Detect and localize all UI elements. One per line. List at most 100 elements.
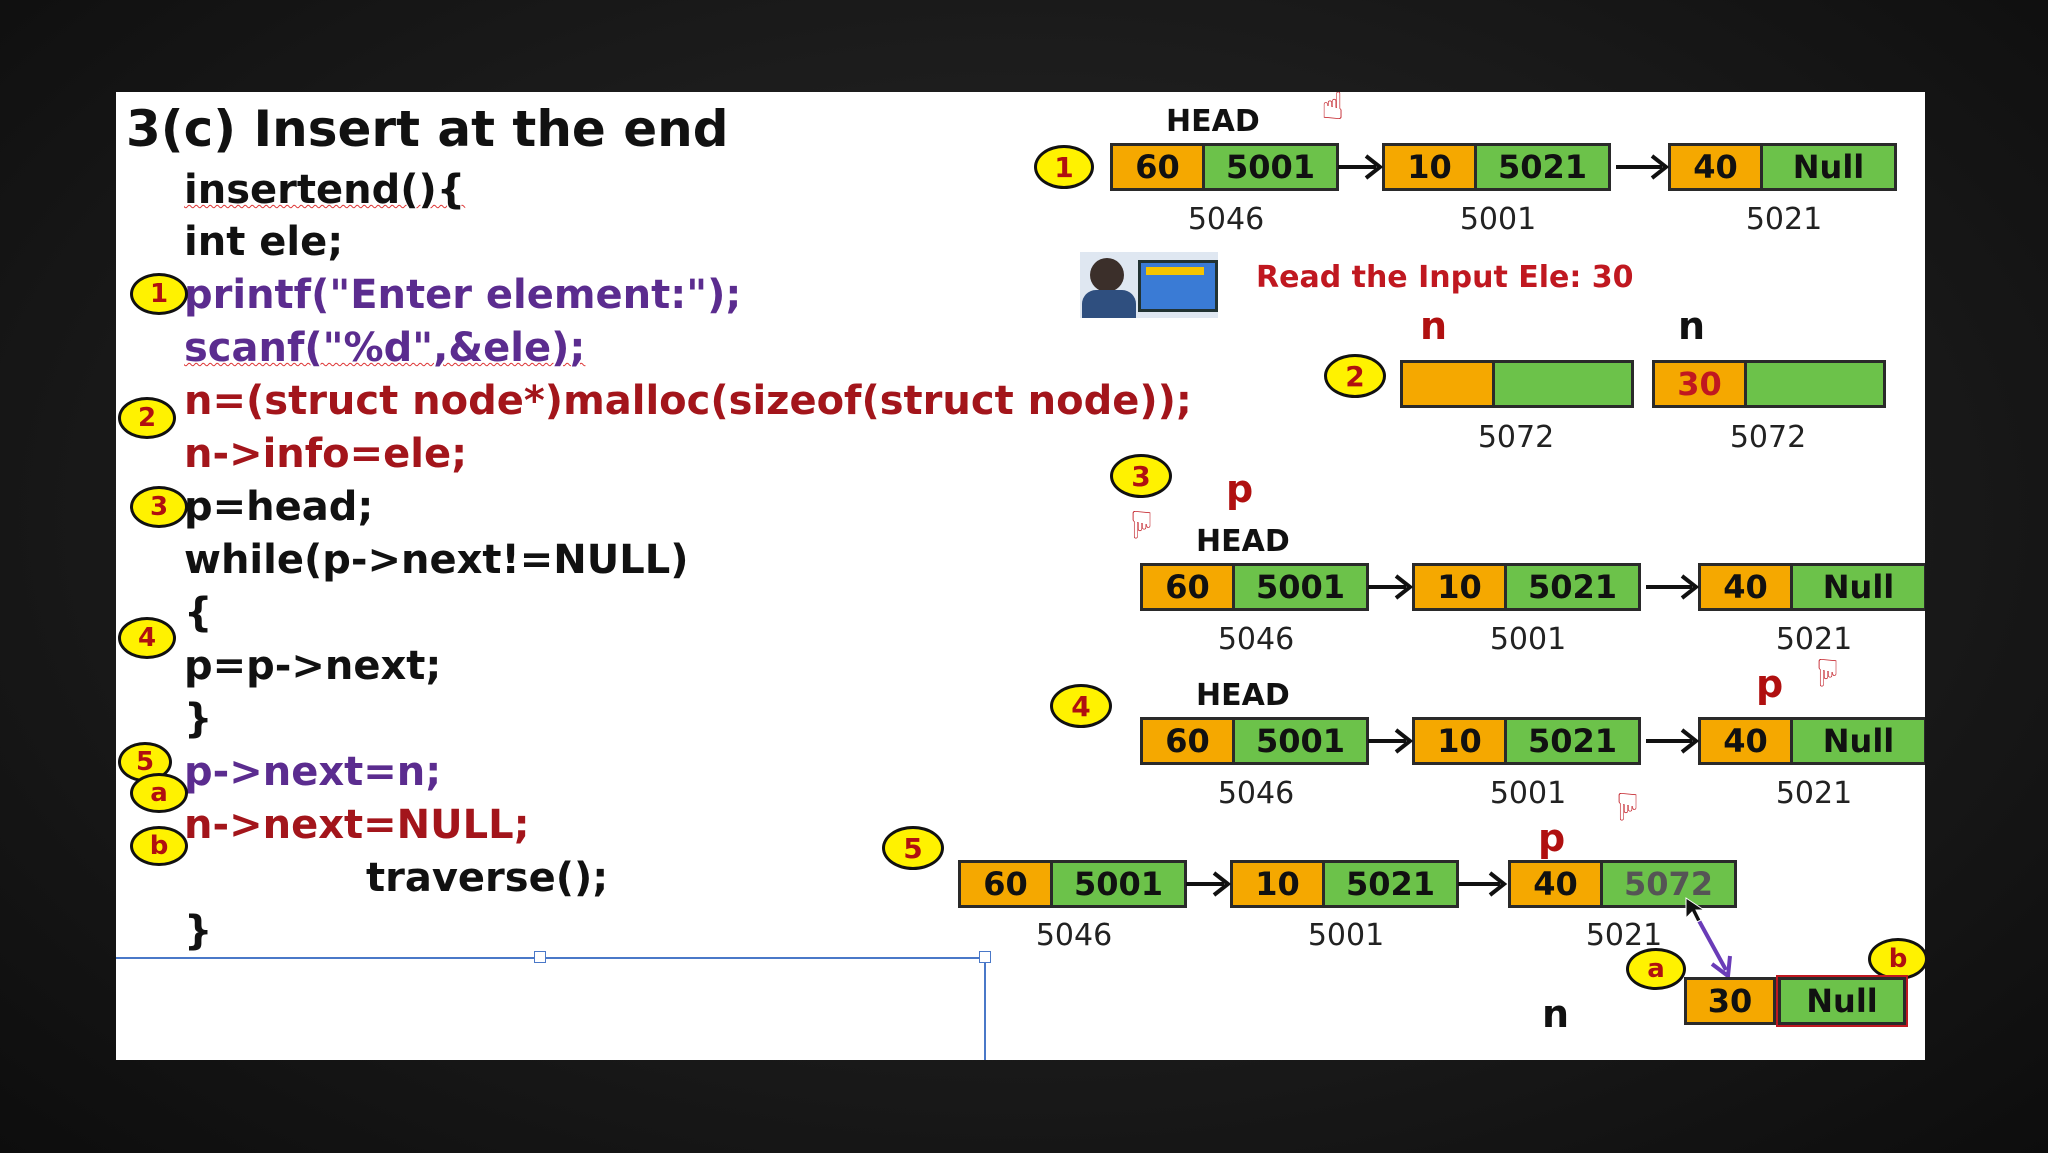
- pointing-hand-icon: ☝: [1616, 784, 1640, 828]
- slide-title: 3(c) Insert at the end: [126, 100, 729, 158]
- head-label: HEAD: [1166, 104, 1260, 139]
- code-line-2: int ele;: [184, 219, 344, 265]
- input-text: Read the Input Ele: 30: [1256, 260, 1634, 295]
- node-next: Null: [1790, 717, 1925, 765]
- linked-list-node: 10 5021: [1412, 563, 1641, 611]
- pointing-hand-icon: ☝: [1816, 650, 1840, 694]
- node-address: 5046: [1217, 622, 1295, 657]
- node-address: 5046: [1187, 202, 1265, 237]
- diagram-2-badge: 2: [1324, 354, 1386, 398]
- code-step-1-badge: 1: [130, 273, 188, 315]
- diagram-4-badge: 4: [1050, 684, 1112, 728]
- diagram-1-badge: 1: [1034, 145, 1094, 189]
- node-address: 5021: [1775, 622, 1853, 657]
- code-line-7: p=head;: [184, 484, 374, 530]
- node-next: 5021: [1322, 860, 1459, 908]
- linked-list-node: 40 Null: [1668, 143, 1897, 191]
- node-next: [1744, 360, 1886, 408]
- node-next: Null: [1776, 975, 1908, 1027]
- code-line-4: scanf("%d",&ele);: [184, 325, 586, 371]
- code-step-b-badge: b: [130, 826, 188, 866]
- linked-list-node: 10 5021: [1382, 143, 1611, 191]
- linked-list-node: 60 5001: [1140, 717, 1369, 765]
- node-info: 60: [958, 860, 1053, 908]
- node-next: 5072: [1600, 860, 1737, 908]
- code-line-6: n->info=ele;: [184, 431, 468, 477]
- code-step-3-badge: 3: [130, 486, 188, 528]
- code-line-8: while(p->next!=NULL): [184, 537, 689, 583]
- code-line-5: n=(struct node*)malloc(sizeof(struct nod…: [184, 378, 1192, 424]
- new-node-empty: [1400, 360, 1634, 408]
- code-line-3: printf("Enter element:");: [184, 272, 742, 318]
- link-arrow: [1338, 154, 1384, 180]
- node-address: 5021: [1745, 202, 1823, 237]
- node-next: 5001: [1232, 563, 1369, 611]
- node-info: 60: [1140, 563, 1235, 611]
- code-line-12: p->next=n;: [184, 749, 442, 795]
- node-address: 5072: [1477, 420, 1555, 455]
- p-label: p: [1226, 467, 1254, 511]
- node-info: 40: [1508, 860, 1603, 908]
- node-address: 5001: [1489, 776, 1567, 811]
- node-info: 40: [1698, 717, 1793, 765]
- programmer-icon: [1080, 252, 1218, 318]
- selection-box-top: [116, 957, 986, 959]
- node-next: 5021: [1504, 563, 1641, 611]
- code-line-1: insertend(){: [184, 167, 466, 213]
- link-arrow: [1458, 871, 1508, 897]
- linked-list-node: 10 5021: [1230, 860, 1459, 908]
- node-address: 5001: [1459, 202, 1537, 237]
- head-label: HEAD: [1196, 524, 1290, 559]
- diagram-5-badge-a: a: [1626, 948, 1686, 990]
- code-line-13: n->next=NULL;: [184, 802, 530, 848]
- link-arrow: [1646, 574, 1700, 600]
- n-label: n: [1678, 304, 1706, 348]
- node-address: 5046: [1217, 776, 1295, 811]
- code-line-9: {: [184, 590, 213, 636]
- node-info: 30: [1684, 977, 1776, 1025]
- code-line-11: }: [184, 696, 213, 742]
- new-linked-list-node: 30 Null: [1684, 975, 1908, 1027]
- linked-list-node: 10 5021: [1412, 717, 1641, 765]
- link-arrow: [1368, 574, 1414, 600]
- p-label: p: [1756, 662, 1784, 706]
- node-info: [1400, 360, 1495, 408]
- node-info: 10: [1412, 717, 1507, 765]
- linked-list-node: 60 5001: [958, 860, 1187, 908]
- node-next: 5001: [1232, 717, 1369, 765]
- node-address: 5021: [1775, 776, 1853, 811]
- node-next: Null: [1790, 563, 1925, 611]
- link-arrow: [1646, 728, 1700, 754]
- n-label: n: [1542, 992, 1570, 1036]
- selection-box-right: [984, 957, 986, 1060]
- head-label: HEAD: [1196, 678, 1290, 713]
- code-line-14: traverse();: [366, 855, 609, 901]
- linked-list-node: 60 5001: [1140, 563, 1369, 611]
- code-step-2-badge: 2: [118, 397, 176, 439]
- selection-handle[interactable]: [979, 951, 991, 963]
- node-info: 10: [1230, 860, 1325, 908]
- link-arrow: [1368, 728, 1414, 754]
- pointing-hand-icon: ☝: [1321, 92, 1345, 128]
- code-line-15: }: [184, 908, 213, 954]
- code-line-10: p=p->next;: [184, 643, 442, 689]
- mouse-cursor-icon: [1685, 897, 1706, 923]
- node-address: 5001: [1307, 918, 1385, 953]
- p-label: p: [1538, 816, 1566, 860]
- node-next: 5001: [1202, 143, 1339, 191]
- node-address: 5021: [1585, 918, 1663, 953]
- node-next: [1492, 360, 1634, 408]
- node-info: 30: [1652, 360, 1747, 408]
- node-next: 5021: [1504, 717, 1641, 765]
- diagram-5-badge-b: b: [1868, 938, 1925, 980]
- link-arrow: [1186, 871, 1232, 897]
- pointing-hand-icon: ☝: [1130, 502, 1154, 546]
- node-address: 5072: [1729, 420, 1807, 455]
- node-info: 60: [1110, 143, 1205, 191]
- linked-list-node: 40 5072: [1508, 860, 1737, 908]
- node-next: 5021: [1474, 143, 1611, 191]
- linked-list-node: 40 Null: [1698, 717, 1925, 765]
- new-node-filled: 30: [1652, 360, 1886, 408]
- selection-handle[interactable]: [534, 951, 546, 963]
- link-arrow: [1616, 154, 1670, 180]
